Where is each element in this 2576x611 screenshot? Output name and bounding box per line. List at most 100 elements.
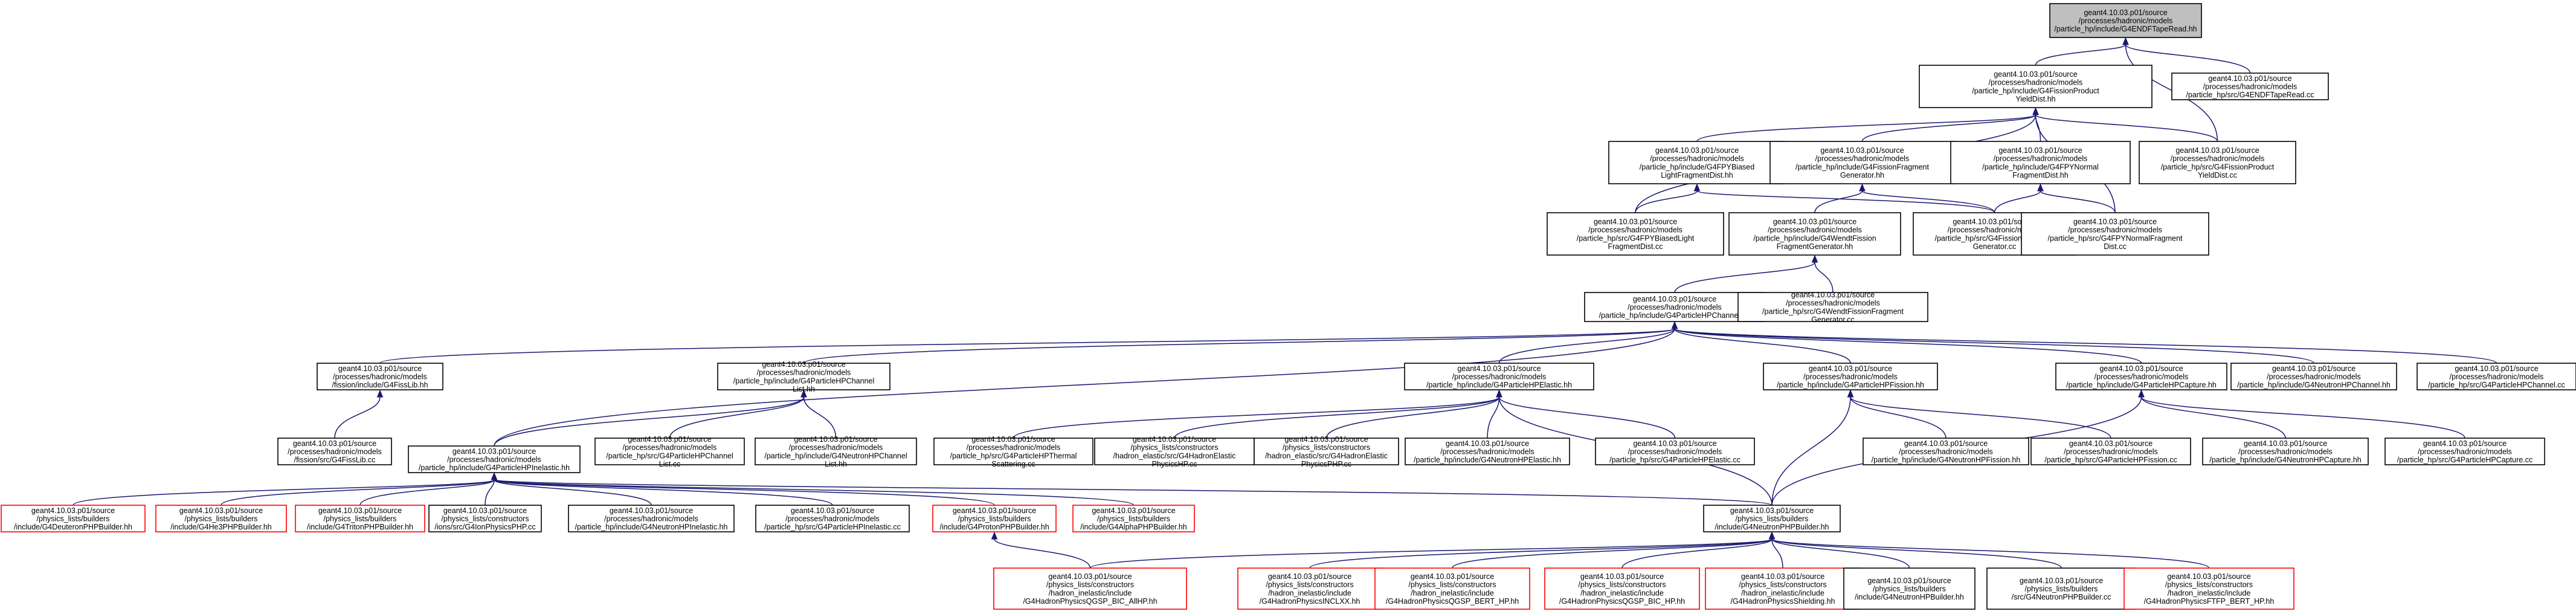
file-node-n29[interactable]: geant4.10.03.p01/source/processes/hadron… (1863, 438, 2029, 465)
node-box[interactable] (594, 438, 745, 465)
file-node-n22[interactable]: geant4.10.03.p01/source/processes/hadron… (594, 435, 745, 468)
file-node-n44[interactable]: geant4.10.03.p01/source/physics_lists/co… (1374, 567, 1530, 610)
file-node-n6[interactable]: geant4.10.03.p01/source/processes/hadron… (2139, 141, 2296, 184)
file-node-n17[interactable]: geant4.10.03.p01/source/processes/hadron… (2055, 363, 2227, 390)
file-node-n32[interactable]: geant4.10.03.p01/source/processes/hadron… (2384, 438, 2545, 465)
node-box[interactable] (1863, 438, 2029, 465)
file-node-n47[interactable]: geant4.10.03.p01/source/physics_lists/bu… (1843, 567, 1975, 610)
file-node-n19[interactable]: geant4.10.03.p01/source/processes/hadron… (2417, 363, 2576, 390)
file-node-n30[interactable]: geant4.10.03.p01/source/processes/hadron… (2030, 438, 2191, 465)
file-node-n10[interactable]: geant4.10.03.p01/source/processes/hadron… (2021, 212, 2209, 256)
file-node-n33[interactable]: geant4.10.03.p01/source/physics_lists/bu… (1, 505, 146, 532)
file-node-n14[interactable]: geant4.10.03.p01/source/processes/hadron… (717, 360, 890, 393)
file-node-n39[interactable]: geant4.10.03.p01/source/physics_lists/bu… (932, 505, 1057, 532)
node-box[interactable] (1237, 567, 1382, 610)
node-box[interactable] (755, 505, 910, 532)
file-node-n38[interactable]: geant4.10.03.p01/source/processes/hadron… (755, 505, 910, 532)
node-box[interactable] (932, 505, 1057, 532)
node-box[interactable] (1950, 141, 2131, 184)
file-node-n11[interactable]: geant4.10.03.p01/source/processes/hadron… (1584, 292, 1765, 322)
file-node-n21[interactable]: geant4.10.03.p01/source/processes/hadron… (408, 445, 581, 473)
node-box[interactable] (1737, 292, 1928, 322)
file-node-n25[interactable]: geant4.10.03.p01/source/physics_lists/co… (1094, 435, 1255, 468)
node-box[interactable] (1769, 141, 1955, 184)
file-node-n27[interactable]: geant4.10.03.p01/source/processes/hadron… (1405, 438, 1570, 465)
node-box[interactable] (1374, 567, 1530, 610)
node-box[interactable] (1919, 65, 2153, 108)
node-box[interactable] (755, 438, 917, 465)
node-box[interactable] (1705, 567, 1861, 610)
file-node-n37[interactable]: geant4.10.03.p01/source/processes/hadron… (568, 505, 735, 532)
file-node-n16[interactable]: geant4.10.03.p01/source/processes/hadron… (1763, 363, 1938, 390)
node-box[interactable] (2124, 567, 2294, 610)
node-box[interactable] (1986, 567, 2136, 610)
node-box[interactable] (568, 505, 735, 532)
node-box[interactable] (1254, 438, 1399, 465)
node-box[interactable] (1547, 212, 1724, 256)
node-box[interactable] (2417, 363, 2576, 390)
file-node-n2[interactable]: geant4.10.03.p01/source/processes/hadron… (2171, 73, 2329, 100)
file-node-n26[interactable]: geant4.10.03.p01/source/physics_lists/co… (1254, 435, 1399, 468)
node-box[interactable] (1404, 363, 1594, 390)
node-box[interactable] (277, 438, 392, 465)
node-box[interactable] (2230, 363, 2397, 390)
dependency-edge (1621, 531, 1776, 569)
node-box[interactable] (155, 505, 287, 532)
node-box[interactable] (1072, 505, 1195, 532)
node-box[interactable] (1, 505, 146, 532)
file-node-n48[interactable]: geant4.10.03.p01/source/physics_lists/bu… (1986, 567, 2136, 610)
node-box[interactable] (1728, 212, 1901, 256)
node-box[interactable] (2021, 212, 2209, 256)
file-node-n12[interactable]: geant4.10.03.p01/source/processes/hadron… (1737, 291, 1928, 324)
node-box[interactable] (2202, 438, 2369, 465)
node-box[interactable] (1544, 567, 1700, 610)
node-box[interactable] (1584, 292, 1765, 322)
file-node-n46[interactable]: geant4.10.03.p01/source/physics_lists/co… (1705, 567, 1861, 610)
node-box[interactable] (933, 438, 1093, 465)
node-box[interactable] (1405, 438, 1570, 465)
file-node-n49[interactable]: geant4.10.03.p01/source/physics_lists/co… (2124, 567, 2294, 610)
node-box[interactable] (2030, 438, 2191, 465)
node-label-line: geant4.10.03.p01/source (2099, 364, 2183, 373)
node-box[interactable] (317, 363, 443, 390)
node-box[interactable] (717, 363, 890, 390)
file-node-n18[interactable]: geant4.10.03.p01/source/processes/hadron… (2230, 363, 2397, 390)
node-box[interactable] (1595, 438, 1755, 465)
node-box[interactable] (2171, 73, 2329, 100)
file-node-n34[interactable]: geant4.10.03.p01/source/physics_lists/bu… (155, 505, 287, 532)
file-node-n40[interactable]: geant4.10.03.p01/source/physics_lists/bu… (1072, 505, 1195, 532)
node-box[interactable] (1763, 363, 1938, 390)
node-box[interactable] (2384, 438, 2545, 465)
file-node-n41[interactable]: geant4.10.03.p01/source/physics_lists/bu… (1703, 505, 1841, 532)
node-box[interactable] (1094, 438, 1255, 465)
file-node-n7[interactable]: geant4.10.03.p01/source/processes/hadron… (1547, 212, 1724, 256)
file-node-n8[interactable]: geant4.10.03.p01/source/processes/hadron… (1728, 212, 1901, 256)
node-box[interactable] (2055, 363, 2227, 390)
node-box[interactable] (993, 567, 1187, 610)
node-box[interactable] (428, 505, 542, 532)
node-box[interactable] (1703, 505, 1841, 532)
node-box[interactable] (2139, 141, 2296, 184)
file-node-n23[interactable]: geant4.10.03.p01/source/processes/hadron… (755, 435, 917, 468)
file-node-n15[interactable]: geant4.10.03.p01/source/processes/hadron… (1404, 363, 1594, 390)
file-node-n0[interactable]: geant4.10.03.p01/source/processes/hadron… (2049, 3, 2202, 38)
file-node-n28[interactable]: geant4.10.03.p01/source/processes/hadron… (1595, 438, 1755, 465)
file-node-n45[interactable]: geant4.10.03.p01/source/physics_lists/co… (1544, 567, 1700, 610)
file-node-n5[interactable]: geant4.10.03.p01/source/processes/hadron… (1950, 141, 2131, 184)
file-node-n36[interactable]: geant4.10.03.p01/source/physics_lists/co… (428, 505, 542, 532)
file-node-n4[interactable]: geant4.10.03.p01/source/processes/hadron… (1769, 141, 1955, 184)
file-node-n31[interactable]: geant4.10.03.p01/source/processes/hadron… (2202, 438, 2369, 465)
file-node-n3[interactable]: geant4.10.03.p01/source/processes/hadron… (1608, 141, 1786, 184)
node-box[interactable] (295, 505, 425, 532)
node-box[interactable] (408, 445, 581, 473)
file-node-n42[interactable]: geant4.10.03.p01/source/physics_lists/co… (993, 567, 1187, 610)
node-label-line: geant4.10.03.p01/source (2084, 8, 2167, 17)
file-node-n35[interactable]: geant4.10.03.p01/source/physics_lists/bu… (295, 505, 425, 532)
file-node-n1[interactable]: geant4.10.03.p01/source/processes/hadron… (1919, 65, 2153, 108)
file-node-n20[interactable]: geant4.10.03.p01/source/processes/hadron… (277, 438, 392, 465)
node-box[interactable] (1843, 567, 1975, 610)
node-box[interactable] (2049, 3, 2202, 38)
file-node-n24[interactable]: geant4.10.03.p01/source/processes/hadron… (933, 435, 1093, 468)
file-node-n13[interactable]: geant4.10.03.p01/source/processes/hadron… (317, 363, 443, 390)
file-node-n43[interactable]: geant4.10.03.p01/source/physics_lists/co… (1237, 567, 1382, 610)
